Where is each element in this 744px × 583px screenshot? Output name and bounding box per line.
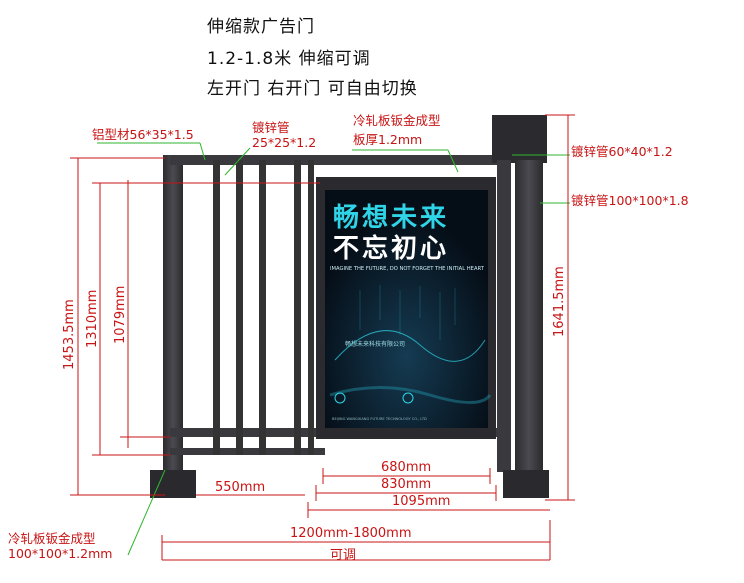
bar: [259, 160, 266, 455]
label-aluminum: 铝型材56*35*1.5: [92, 127, 194, 142]
bar: [236, 160, 243, 455]
dim-range: 1200mm-1800mm: [290, 526, 412, 541]
dim-680: 680mm: [381, 460, 432, 475]
title-line-3: 左开门 右开门 可自由切换: [207, 79, 418, 99]
panel-headline-2: 不忘初心: [333, 234, 450, 264]
dim-1095: 1095mm: [392, 494, 451, 509]
label-sheet-1: 冷轧板钣金成型: [353, 113, 441, 128]
label-galv-small-1: 镀锌管: [252, 120, 290, 135]
dim-1079: 1079mm: [113, 285, 128, 344]
dim-1641: 1641.5mm: [552, 266, 567, 337]
panel-tagline: IMAGINE THE FUTURE, DO NOT FORGET THE IN…: [330, 266, 484, 272]
label-galv-100: 镀锌管100*100*1.8: [571, 193, 689, 208]
label-galv-60: 镀锌管60*40*1.2: [571, 144, 673, 159]
bar: [213, 160, 220, 455]
dim-830: 830mm: [381, 477, 432, 492]
left-base: [150, 470, 196, 498]
label-base-2: 100*100*1.2mm: [8, 546, 113, 561]
top-rail: [170, 155, 500, 165]
panel-icon-left: [334, 392, 346, 404]
right-base: [503, 470, 549, 498]
dim-1453: 1453.5mm: [62, 299, 77, 370]
dim-550: 550mm: [215, 480, 266, 495]
right-post-cap: [492, 115, 547, 163]
panel-headline-1: 畅想未来: [333, 203, 450, 233]
panel-mid-text: 畅想未来科技有限公司: [345, 341, 406, 348]
bar: [294, 160, 301, 455]
panel-footer: BEIJING WANGXIANG FUTURE TECHNOLOGY CO.,…: [332, 417, 427, 421]
right-sliding-post: [497, 160, 511, 472]
label-base-1: 冷轧板钣金成型: [8, 531, 96, 546]
dim-adjustable: 可调: [330, 548, 357, 563]
title-line-1: 伸缩款广告门: [207, 17, 315, 37]
bar: [308, 160, 314, 455]
right-post: [515, 160, 543, 480]
title-line-2: 1.2-1.8米 伸缩可调: [207, 49, 371, 69]
bottom-rail-2: [170, 448, 325, 455]
label-sheet-2: 板厚1.2mm: [353, 132, 423, 147]
label-galv-small-2: 25*25*1.2: [252, 135, 317, 150]
dim-1310: 1310mm: [85, 289, 100, 348]
panel-icon-right: [402, 392, 414, 404]
left-post: [163, 155, 183, 490]
